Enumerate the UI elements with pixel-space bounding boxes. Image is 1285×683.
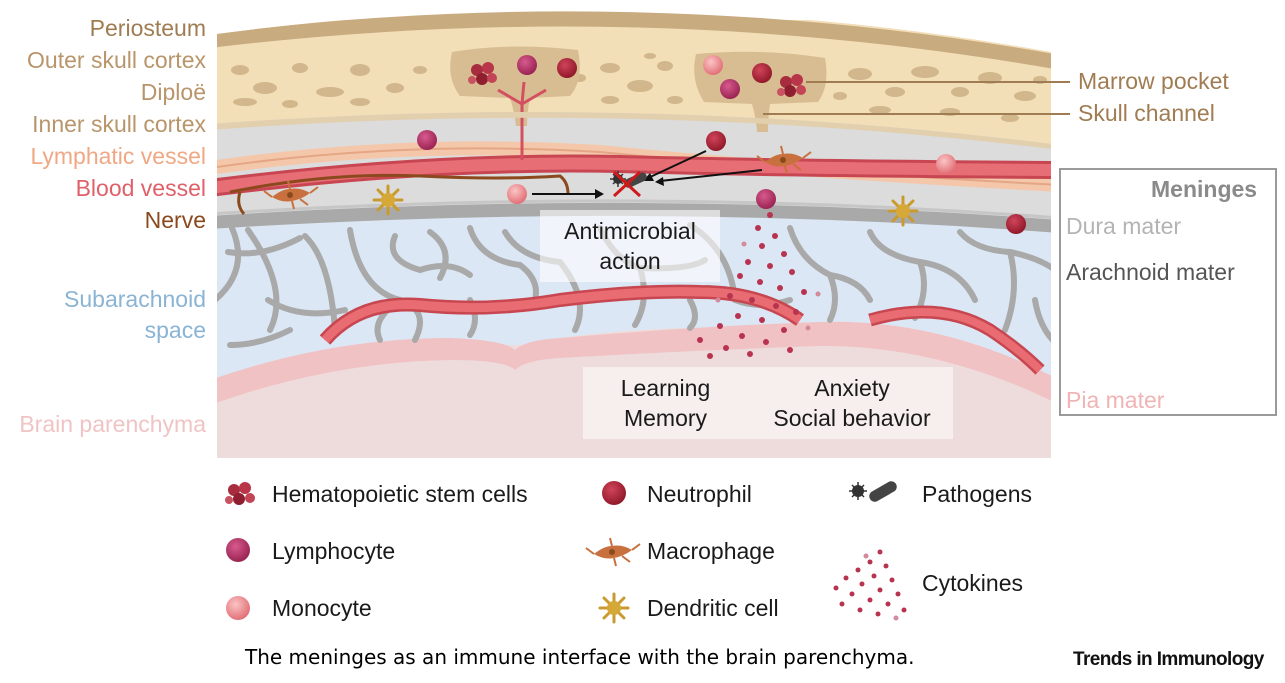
social-behavior-text: Social behavior: [773, 405, 931, 431]
label-dura-mater: Dura mater: [1066, 213, 1182, 239]
label-arachnoid-mater: Arachnoid mater: [1066, 259, 1235, 285]
meninges-legend-box: [1059, 168, 1277, 416]
lymphocyte: [417, 130, 437, 150]
antimicrobial-backdrop: [540, 210, 720, 282]
anxiety-text: Anxiety: [814, 375, 890, 401]
pathogens-icon: [849, 481, 897, 502]
legend-hsc: Hematopoietic stem cells: [272, 481, 528, 507]
neutrophil: [706, 131, 726, 151]
legend-pathogens: Pathogens: [922, 481, 1032, 507]
neutrophil-icon: [602, 481, 626, 505]
label-nerve: Nerve: [144, 207, 206, 233]
dendritic-cell: [887, 195, 919, 227]
legend-dendritic-cell: Dendritic cell: [647, 595, 779, 621]
macrophage: [263, 180, 319, 210]
journal-brand: Trends in Immunology: [1073, 649, 1264, 670]
lymphocyte-icon: [226, 538, 250, 562]
marrow-pocket-right: [694, 51, 827, 132]
label-diploe: Diploë: [140, 79, 206, 105]
neutrophil: [557, 58, 577, 78]
monocyte: [507, 184, 527, 204]
red-x: [612, 170, 642, 198]
monocyte: [703, 55, 723, 75]
legend-cytokines: Cytokines: [922, 570, 1023, 596]
neutrophil: [752, 63, 772, 83]
label-periosteum: Periosteum: [89, 15, 206, 41]
label-pia-mater: Pia mater: [1066, 387, 1165, 413]
legend-monocyte: Monocyte: [272, 595, 372, 621]
nerve: [229, 173, 570, 195]
monocyte-icon: [226, 596, 250, 620]
label-subarachnoid-line2: space: [144, 317, 206, 343]
hsc-cluster-left: [468, 62, 497, 85]
label-inner-skull-cortex: Inner skull cortex: [32, 111, 206, 137]
figure-caption: The meninges as an immune interface with…: [245, 645, 915, 669]
hsc-cluster-right: [777, 74, 806, 97]
label-subarachnoid-line1: Subarachnoid: [64, 286, 206, 312]
learning-memory-label: Learning Memory: [598, 373, 733, 433]
label-marrow-pocket: Marrow pocket: [1078, 68, 1229, 94]
lymphocyte: [720, 79, 740, 99]
hsc-icon: [225, 482, 255, 505]
antimicrobial-event: [532, 150, 763, 199]
lymphocyte: [756, 189, 776, 209]
pia-mater-band: [217, 321, 1051, 405]
macrophage-icon: [585, 537, 641, 567]
label-blood-vessel: Blood vessel: [75, 175, 206, 201]
label-brain-parenchyma: Brain parenchyma: [19, 411, 206, 437]
legend-lymphocyte: Lymphocyte: [272, 538, 396, 564]
legend-icons: [225, 481, 907, 624]
periosteum-layer: [217, 11, 1051, 70]
cells: [263, 55, 1026, 234]
tissue-panel: [217, 11, 1051, 458]
cytokines-icon: [833, 549, 907, 621]
label-skull-channel: Skull channel: [1078, 100, 1215, 126]
label-lymphatic-vessel: Lymphatic vessel: [30, 143, 206, 169]
marrow-vessel: [497, 81, 547, 160]
learning-text: Learning: [620, 375, 711, 401]
antimicrobial-action-label: Antimicrobial action: [540, 216, 720, 276]
dendritic-cell: [372, 184, 404, 216]
antimicrobial-line2: action: [599, 248, 661, 274]
anxiety-social-label: Anxiety Social behavior: [752, 373, 952, 433]
neutrophil: [1006, 214, 1026, 234]
lymphocyte: [517, 55, 537, 75]
dendritic-cell-icon: [598, 592, 630, 624]
antimicrobial-line1: Antimicrobial: [564, 218, 696, 244]
macrophage: [756, 145, 812, 175]
label-outer-skull-cortex: Outer skull cortex: [27, 47, 206, 73]
memory-text: Memory: [623, 405, 708, 431]
behavior-backdrop: [583, 367, 953, 439]
monocyte: [936, 154, 956, 174]
legend-macrophage: Macrophage: [647, 538, 775, 564]
meninges-title: Meninges: [1151, 176, 1258, 202]
legend-neutrophil: Neutrophil: [647, 481, 752, 507]
cytokine-spray: [697, 212, 821, 359]
arachnoid-mater-band: [217, 201, 1051, 233]
